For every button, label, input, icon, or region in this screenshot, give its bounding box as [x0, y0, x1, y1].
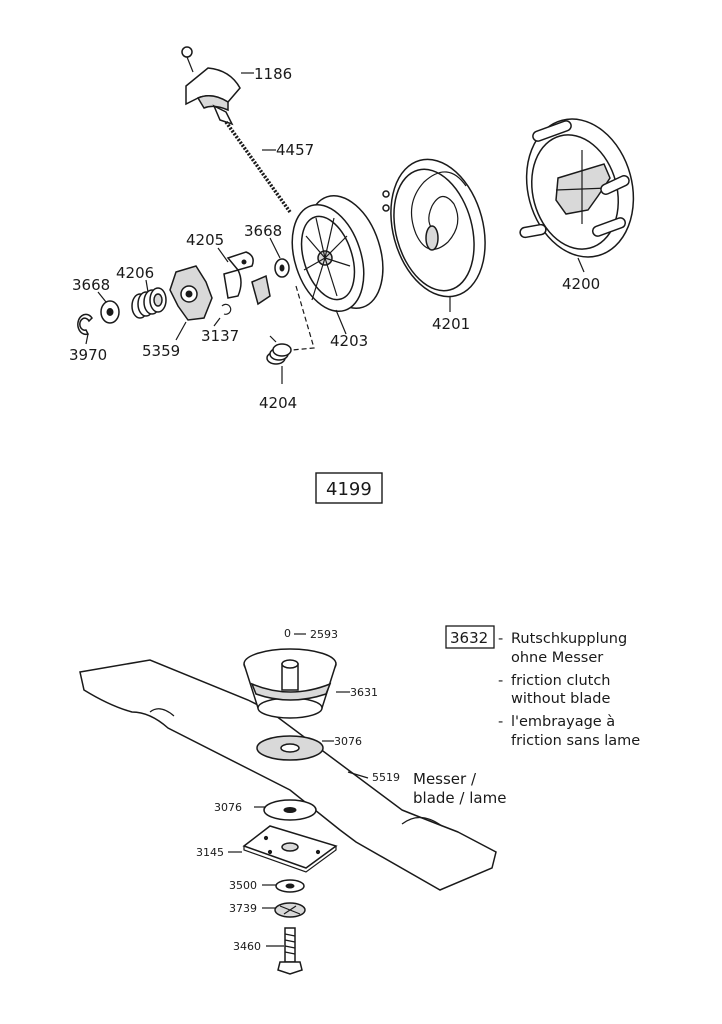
- friction-disc-part-upper: [256, 735, 324, 761]
- blade-label-line-2: blade / lame: [413, 789, 506, 807]
- note-line-5: l'embrayage à: [511, 714, 615, 730]
- part-label-5519: 5519: [372, 771, 400, 784]
- part-label-1186: 1186: [254, 65, 292, 83]
- part-label-4205: 4205: [186, 231, 224, 249]
- clip-part: [221, 303, 232, 315]
- bolt-part: [277, 927, 303, 975]
- note-line-6: friction sans lame: [511, 733, 640, 749]
- clutch-plate-part: [242, 825, 338, 873]
- note-dash-2: -: [498, 673, 503, 689]
- part-label-4457: 4457: [276, 141, 314, 159]
- pawl-part: [223, 251, 271, 306]
- note-line-1: Rutschkupplung: [511, 631, 627, 647]
- recoil-spring-part: [382, 158, 486, 298]
- part-label-3668-right: 3668: [244, 222, 282, 240]
- starter-rope-part: [224, 120, 292, 214]
- note-line-2: ohne Messer: [511, 650, 603, 666]
- starter-handle-part: [181, 46, 241, 126]
- part-symbol-2593: 0: [284, 627, 291, 640]
- note-line-4: without blade: [511, 691, 610, 707]
- part-label-3145: 3145: [196, 846, 224, 859]
- assembly-number-4199: 4199: [326, 479, 372, 500]
- washer-part-lower: [275, 879, 305, 893]
- part-label-4206: 4206: [116, 264, 154, 282]
- upper-assembly: 1186 4457 4203: [69, 46, 635, 504]
- rope-pulley-part: [291, 195, 384, 313]
- note-line-3: friction clutch: [511, 673, 611, 689]
- part-label-5359: 5359: [142, 342, 180, 360]
- part-label-4200: 4200: [562, 275, 600, 293]
- friction-disc-part-lower: [263, 799, 317, 821]
- part-label-3500: 3500: [229, 879, 257, 892]
- part-label-3631: 3631: [350, 686, 378, 699]
- pawl-spring-part: [266, 335, 292, 365]
- note-dash-1: -: [498, 631, 503, 647]
- assembly-number-3632: 3632: [450, 629, 488, 647]
- part-label-4203: 4203: [330, 332, 368, 350]
- part-label-2593: 2593: [310, 628, 338, 641]
- spring-washer-part: [274, 902, 306, 918]
- blade-label-line-1: Messer /: [413, 770, 477, 788]
- washer-part-upper-left: [100, 300, 120, 324]
- part-label-3137: 3137: [201, 327, 239, 345]
- part-label-3076-lower: 3076: [214, 801, 242, 814]
- part-label-4201: 4201: [432, 315, 470, 333]
- part-label-3739: 3739: [229, 902, 257, 915]
- circlip-part: [77, 313, 93, 336]
- mower-blade-part: [79, 659, 497, 891]
- part-label-4204: 4204: [259, 394, 297, 412]
- washer-part-upper-right: [274, 258, 290, 278]
- part-label-3076-upper: 3076: [334, 735, 362, 748]
- part-label-3970: 3970: [69, 346, 107, 364]
- part-label-3460: 3460: [233, 940, 261, 953]
- pawl-carrier-part: [169, 265, 213, 321]
- lower-assembly: 5519 Messer / blade / lame 3631 0 2593 3…: [79, 625, 640, 975]
- note-dash-3: -: [498, 714, 503, 730]
- assembly-number-box-4199: [315, 472, 383, 504]
- coil-spring-part: [131, 287, 167, 319]
- part-label-3668-left: 3668: [72, 276, 110, 294]
- assembly-number-box-3632: [445, 625, 495, 649]
- clutch-drum-part: [243, 648, 337, 719]
- starter-housing-part: [519, 118, 635, 258]
